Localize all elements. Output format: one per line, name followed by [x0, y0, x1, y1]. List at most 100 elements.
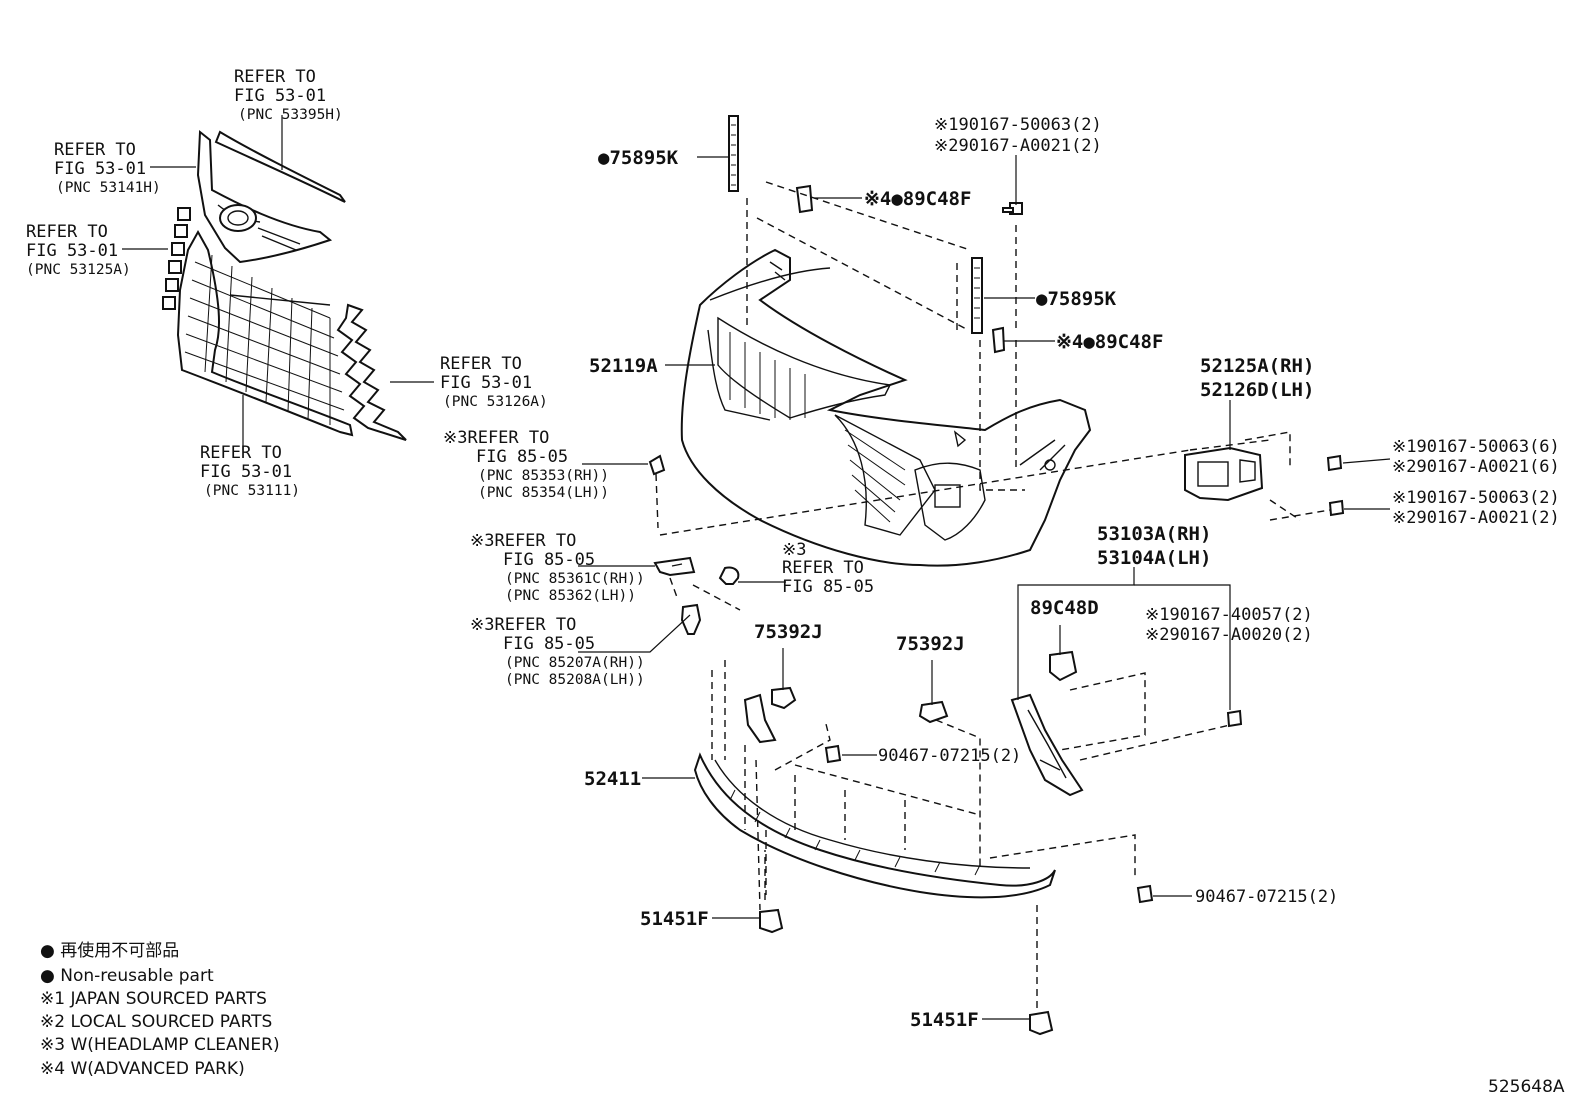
- callout-line: REFER TO: [54, 140, 136, 160]
- callout-line: FIG 85-05: [782, 577, 874, 597]
- callout-headlamp-actuator: ※3REFER TO FIG 85-05 (PNC 85207A(RH)) (P…: [470, 615, 645, 688]
- legend-item: ※2 LOCAL SOURCED PARTS: [40, 1012, 272, 1032]
- clip-89c48f-right: [991, 326, 1006, 354]
- callout-line: (PNC 53395H): [238, 107, 343, 123]
- fastener-top-screw: ※190167-50063(2) ※290167-A0021(2): [934, 115, 1102, 156]
- callout-grille-top: REFER TO FIG 53-01 (PNC 53395H): [234, 67, 343, 123]
- callout-line: (PNC 85207A(RH)): [505, 655, 645, 671]
- part-leaders: [578, 155, 1391, 1020]
- clip-90467-right: [1136, 884, 1154, 904]
- callout-line: FIG 85-05: [476, 447, 568, 467]
- screw-top: [1002, 202, 1023, 215]
- part-90467-right: 90467-07215(2): [1195, 887, 1338, 907]
- fastener-bracket-screw: ※190167-40057(2) ※290167-A0020(2): [1145, 605, 1313, 645]
- callout-line: (PNC 53111): [204, 483, 300, 499]
- grille-leaders: [122, 115, 434, 450]
- callout-line: FIG 53-01: [54, 159, 146, 179]
- part-75895k-top: ●75895K: [598, 147, 679, 169]
- screw-lamp-b: [1328, 499, 1345, 517]
- callout-line: REFER TO: [200, 443, 282, 463]
- part-51451f-left: 51451F: [640, 908, 709, 930]
- callout-line: ※3REFER TO: [443, 428, 549, 448]
- callout-line: FIG 85-05: [503, 634, 595, 654]
- legend-item: ※1 JAPAN SOURCED PARTS: [40, 989, 267, 1009]
- grille-assembly: [162, 129, 407, 441]
- legend-item: ※3 W(HEADLAMP CLEANER): [40, 1035, 280, 1055]
- fastener-line: ※190167-50063(2): [1392, 488, 1560, 508]
- callout-line: ※3REFER TO: [470, 531, 576, 551]
- callout-line: (PNC 53125A): [26, 262, 131, 278]
- fastener-line: ※290167-A0021(2): [934, 136, 1102, 156]
- callout-line: (PNC 85361C(RH)): [505, 571, 645, 587]
- callout-grille-main: REFER TO FIG 53-01 (PNC 53111): [200, 443, 300, 499]
- lower-spoiler: [693, 686, 1056, 899]
- callout-line: FIG 53-01: [200, 462, 292, 482]
- callout-line: (PNC 53126A): [443, 394, 548, 410]
- clip-75392j-right: [918, 700, 949, 724]
- legend-item: ● 再使用不可部品: [40, 940, 179, 961]
- callout-grille-upper: REFER TO FIG 53-01 (PNC 53141H): [54, 140, 161, 196]
- part-53103a: 53103A(RH): [1097, 523, 1211, 545]
- screw-lamp-a: [1326, 454, 1343, 472]
- callout-line: REFER TO: [782, 558, 864, 578]
- part-89c48f-top: ※4●89C48F: [864, 188, 971, 210]
- part-51451f-bottom: 51451F: [910, 1009, 979, 1031]
- part-52126d: 52126D(LH): [1200, 379, 1314, 401]
- callout-line: REFER TO: [234, 67, 316, 87]
- fastener-line: ※190167-40057(2): [1145, 605, 1313, 625]
- callout-line: REFER TO: [440, 354, 522, 374]
- part-53104a: 53104A(LH): [1097, 547, 1211, 569]
- legend-item: ● Non-reusable part: [40, 966, 214, 986]
- part-90467-mid: 90467-07215(2): [878, 746, 1021, 766]
- seal-strip-top: [728, 115, 739, 192]
- fastener-line: ※190167-50063(2): [934, 115, 1102, 135]
- part-89c48d: 89C48D: [1030, 597, 1099, 619]
- legend: ● 再使用不可部品 ● Non-reusable part ※1 JAPAN S…: [40, 940, 280, 1079]
- fog-bezel: [1010, 650, 1243, 797]
- part-75392j-right: 75392J: [896, 633, 965, 655]
- callout-headlamp-clip: ※3 REFER TO FIG 85-05: [782, 540, 874, 597]
- callout-grille-right: REFER TO FIG 53-01 (PNC 53126A): [440, 354, 548, 410]
- part-52119a: 52119A: [589, 355, 658, 377]
- callout-line: (PNC 85354(LH)): [478, 485, 609, 501]
- fastener-lamp-screw-a: ※190167-50063(6) ※290167-A0021(6): [1392, 437, 1560, 477]
- callout-headlamp-nozzle: ※3REFER TO FIG 85-05 (PNC 85361C(RH)) (P…: [470, 531, 645, 604]
- clip-89c48f-top: [795, 184, 814, 214]
- left-trim-piece: [162, 207, 191, 310]
- bumper-cover: [680, 248, 1092, 567]
- seal-strip-right: [971, 257, 983, 334]
- lamp-screw-line: [1269, 509, 1331, 521]
- callout-grille-left: REFER TO FIG 53-01 (PNC 53125A): [26, 222, 131, 278]
- fastener-lamp-screw-b: ※190167-50063(2) ※290167-A0021(2): [1392, 488, 1560, 528]
- part-52411: 52411: [584, 768, 641, 790]
- callout-line: (PNC 85353(RH)): [478, 468, 609, 484]
- part-52125a: 52125A(RH): [1200, 355, 1314, 377]
- part-89c48f-right: ※4●89C48F: [1056, 331, 1163, 353]
- fastener-line: ※290167-A0021(6): [1392, 457, 1560, 477]
- callout-line: REFER TO: [26, 222, 108, 242]
- callout-line: (PNC 53141H): [56, 180, 161, 196]
- part-75895k-right: ●75895K: [1036, 288, 1117, 310]
- callout-line: FIG 53-01: [440, 373, 532, 393]
- callout-line: (PNC 85362(LH)): [505, 588, 636, 604]
- callout-line: FIG 53-01: [234, 86, 326, 106]
- clip-75392j-left: [771, 686, 797, 710]
- callout-headlamp-cover: ※3REFER TO FIG 85-05 (PNC 85353(RH)) (PN…: [443, 428, 609, 501]
- callout-line: FIG 53-01: [26, 241, 118, 261]
- legend-item: ※4 W(ADVANCED PARK): [40, 1059, 245, 1079]
- part-75392j-left: 75392J: [754, 621, 823, 643]
- fastener-line: ※290167-A0020(2): [1145, 625, 1313, 645]
- headlamp-cleaner-parts: [648, 454, 741, 635]
- illustration-id: 525648A: [1488, 1077, 1565, 1097]
- callout-line: FIG 85-05: [503, 550, 595, 570]
- callout-line: ※3REFER TO: [470, 615, 576, 635]
- headlamp-bracket: [1184, 431, 1301, 521]
- fastener-line: ※190167-50063(6): [1392, 437, 1560, 457]
- retainer-51451f-bottom: [1029, 1010, 1054, 1036]
- retainer-51451f-left: [759, 908, 784, 934]
- clip-90467-mid: [824, 744, 842, 764]
- grille-mesh-pattern: [184, 254, 345, 425]
- fastener-line: ※290167-A0021(2): [1392, 508, 1560, 528]
- callout-line: ※3: [782, 540, 806, 560]
